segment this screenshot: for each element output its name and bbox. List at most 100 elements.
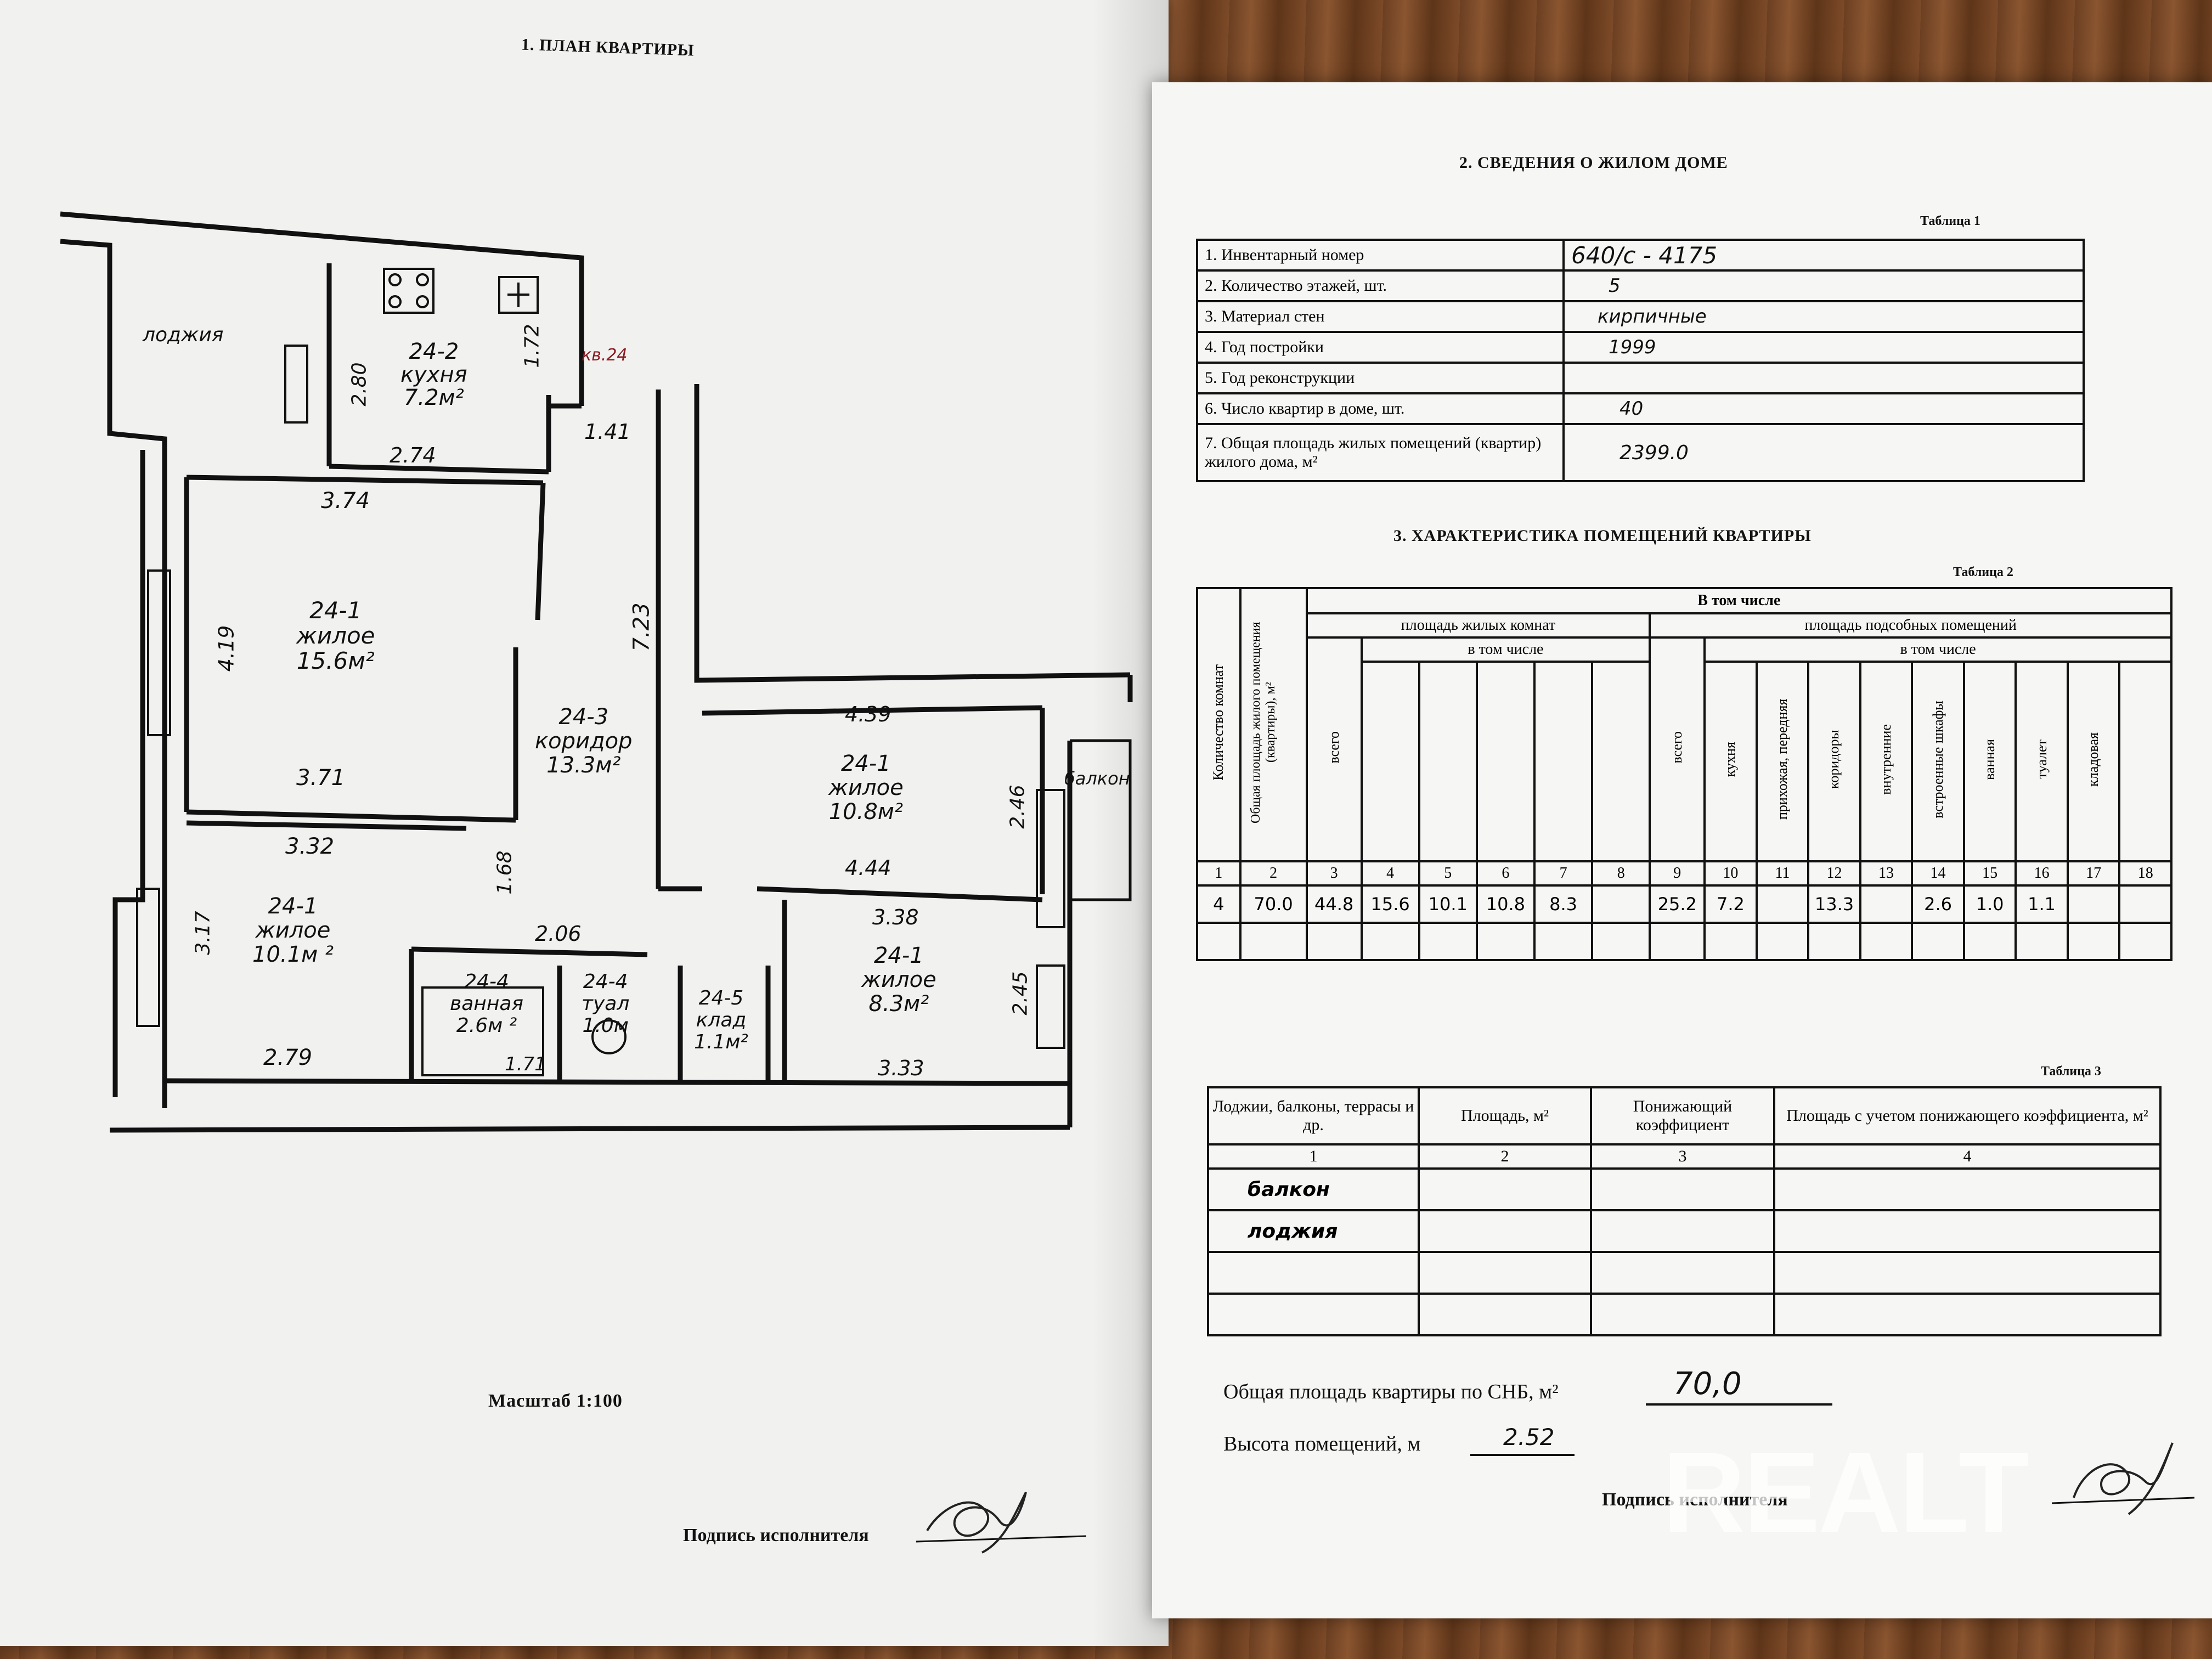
table-cell	[1773, 1167, 2162, 1211]
room-name: жилое	[255, 918, 331, 943]
table-cell: 25.2	[1649, 884, 1706, 924]
table-cell	[1418, 1293, 1592, 1336]
table-cell: Общая площадь жилого помещения (квартиры…	[1239, 587, 1308, 862]
table-cell: 1999	[1562, 331, 2085, 364]
room-name: коридор	[535, 729, 633, 754]
table-cell: 40	[1562, 392, 2085, 425]
total-area-label: Общая площадь квартиры по СНБ, м²	[1223, 1380, 1559, 1403]
table-row: 1 2 3 4	[1207, 1143, 2162, 1170]
table-cell: 4	[1773, 1143, 2162, 1170]
col-header: туалет	[2033, 740, 2050, 779]
room-name: туал	[582, 992, 630, 1015]
table-cell: Понижающий коэффициент	[1590, 1086, 1775, 1146]
table-row: Лоджии, балконы, террасы и др. Площадь, …	[1207, 1086, 2162, 1146]
table-cell: 5	[1418, 860, 1478, 887]
table-cell: 640/с - 4175	[1562, 239, 2085, 272]
table-cell	[1533, 661, 1594, 862]
table-cell: 16	[2015, 860, 2069, 887]
right-page: 2. СВЕДЕНИЯ О ЖИЛОМ ДОМЕ Таблица 1 1. Ин…	[1152, 82, 2212, 1618]
table-cell	[1773, 1293, 2162, 1336]
table-cell: 6	[1475, 860, 1536, 887]
table-cell	[1649, 922, 1706, 961]
table-cell	[1196, 922, 1242, 961]
table-cell	[1207, 1293, 1420, 1336]
table-cell: 10	[1703, 860, 1758, 887]
table-cell	[1590, 1209, 1775, 1253]
room-area: 1.0м	[582, 1014, 629, 1037]
table-cell: 15	[1962, 860, 2017, 887]
table-cell: 44.8	[1305, 884, 1363, 924]
table-row: балкон	[1207, 1167, 2162, 1211]
table-cell	[1475, 661, 1536, 862]
table-cell: 17	[2066, 860, 2121, 887]
table2-rooms: Количество комнат Общая площадь жилого п…	[1196, 587, 2173, 961]
table-cell	[1591, 884, 1651, 924]
room-name: жилое	[296, 622, 375, 649]
apartment-number: кв.24	[582, 346, 628, 365]
room-kitchen: 24-2 кухня 7.2м²	[400, 340, 467, 409]
table-cell: 8	[1591, 860, 1651, 887]
section3-title: 3. ХАРАКТЕРИСТИКА ПОМЕЩЕНИЙ КВАРТИРЫ	[1393, 527, 1812, 545]
room-area: 2.6м ²	[456, 1014, 517, 1037]
table-cell	[1533, 922, 1594, 961]
room-area: 13.3м²	[546, 753, 621, 778]
table-cell: 7.2	[1703, 884, 1758, 924]
table-cell: 3. Материал стен	[1196, 300, 1565, 333]
table-row	[1207, 1293, 2162, 1336]
table-cell	[1305, 922, 1363, 961]
table-cell: 2. Количество этажей, шт.	[1196, 269, 1565, 302]
table-cell: 6. Число квартир в доме, шт.	[1196, 392, 1565, 425]
room-toilet: 24-4 туал 1.0м	[582, 971, 629, 1037]
table-cell: 10.8	[1475, 884, 1536, 924]
balcony-label: балкон	[1064, 768, 1130, 789]
col-all-header: всего	[1325, 731, 1342, 764]
table-row: 6. Число квартир в доме, шт. 40	[1196, 392, 2085, 425]
dim-label: 3.32	[285, 834, 335, 859]
table-cell: 2.6	[1911, 884, 1965, 924]
table-cell: 5. Год реконструкции	[1196, 362, 1565, 394]
table-cell: площадь жилых комнат	[1305, 612, 1651, 639]
dim-label: 1.41	[584, 420, 631, 444]
table-row: Количество комнат Общая площадь жилого п…	[1196, 587, 2173, 862]
table-cell	[2118, 661, 2172, 862]
table-cell	[1807, 922, 1861, 961]
col-all-header: всего	[1669, 731, 1685, 764]
table-cell: кухня	[1703, 661, 1758, 862]
table-cell	[1591, 661, 1651, 862]
table-cell: 13	[1859, 860, 1914, 887]
room-code: 24-1	[840, 751, 891, 776]
room-code: 24-1	[873, 943, 924, 968]
table-cell: ванная	[1962, 661, 2017, 862]
table-cell: 11	[1755, 860, 1810, 887]
table-cell: 4. Год постройки	[1196, 331, 1565, 364]
table-cell: встроенные шкафы	[1911, 661, 1965, 862]
table-cell	[1418, 922, 1478, 961]
total-area-value: 70,0	[1673, 1366, 1742, 1402]
table-cell	[1562, 362, 2085, 394]
table-cell: в том числе	[1360, 636, 1651, 663]
table-cell: 7	[1533, 860, 1594, 887]
realt-watermark: REALT	[1662, 1428, 2029, 1557]
table-cell: 4	[1196, 884, 1242, 924]
dim-label: 3.38	[872, 905, 919, 929]
room-corridor: 24-3 коридор 13.3м²	[535, 705, 633, 777]
signature-label: Подпись исполнителя	[683, 1525, 869, 1545]
table-cell: 4	[1360, 860, 1420, 887]
table-cell	[1755, 884, 1810, 924]
table-cell: кирпичные	[1562, 300, 2085, 333]
room-code: 24-4	[464, 970, 509, 993]
table-cell: 70.0	[1239, 884, 1308, 924]
table-cell: 9	[1649, 860, 1706, 887]
table-cell: 2	[1239, 860, 1308, 887]
table-cell: 2399.0	[1562, 423, 2085, 482]
dim-label: 2.80	[348, 362, 371, 407]
table-cell	[1591, 922, 1651, 961]
table1-house-info: 1. Инвентарный номер 640/с - 4175 2. Кол…	[1196, 239, 2085, 482]
col-header: коридоры	[1826, 730, 1842, 789]
table-cell: 3	[1305, 860, 1363, 887]
room-living-2: 24-1 жилое 10.8м²	[828, 752, 904, 824]
table-cell: площадь подсобных помещений	[1649, 612, 2172, 639]
height-label: Высота помещений, м	[1223, 1432, 1421, 1455]
loggia-label: лоджия	[143, 324, 224, 346]
table-cell	[2066, 922, 2121, 961]
